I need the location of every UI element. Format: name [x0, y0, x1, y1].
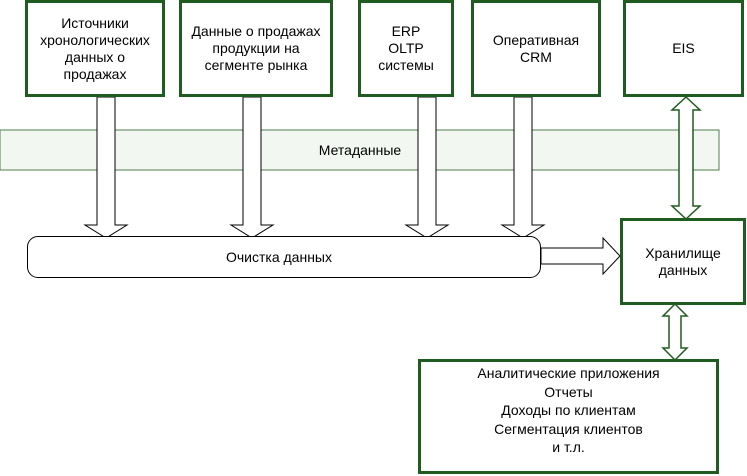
source-historical-sales: Источники хронологических данных о прода… — [25, 0, 165, 97]
arrow-source-4-to-cleaning — [500, 96, 546, 239]
source-eis: EIS — [623, 0, 744, 97]
applications-line: и т.л. — [552, 439, 585, 455]
metadata-label: Метаданные — [318, 142, 402, 158]
applications-line: Сегментация клиентов — [494, 420, 643, 437]
metadata-band — [0, 129, 720, 171]
source-erp-oltp: ERP OLTP системы — [358, 0, 454, 97]
source-market-segment-sales: Данные о продажах продукции на сегменте … — [179, 0, 333, 97]
arrow-warehouse-applications — [661, 302, 689, 362]
arrow-source-1-to-cleaning — [83, 96, 129, 239]
arrow-cleaning-to-warehouse — [540, 236, 621, 276]
data-cleaning: Очистка данных — [27, 236, 541, 278]
applications-line: Отчеты — [544, 383, 593, 400]
applications-line: Аналитические приложения — [477, 365, 660, 381]
data-warehouse: Хранилище данных — [620, 218, 746, 305]
applications-line: Доходы по клиентам — [501, 402, 636, 418]
arrow-source-3-to-cleaning — [404, 96, 450, 239]
analytical-applications: Аналитические приложения Отчеты Доходы п… — [418, 359, 719, 474]
source-operational-crm: Оперативная CRM — [471, 0, 601, 97]
arrow-source-2-to-cleaning — [229, 96, 275, 239]
